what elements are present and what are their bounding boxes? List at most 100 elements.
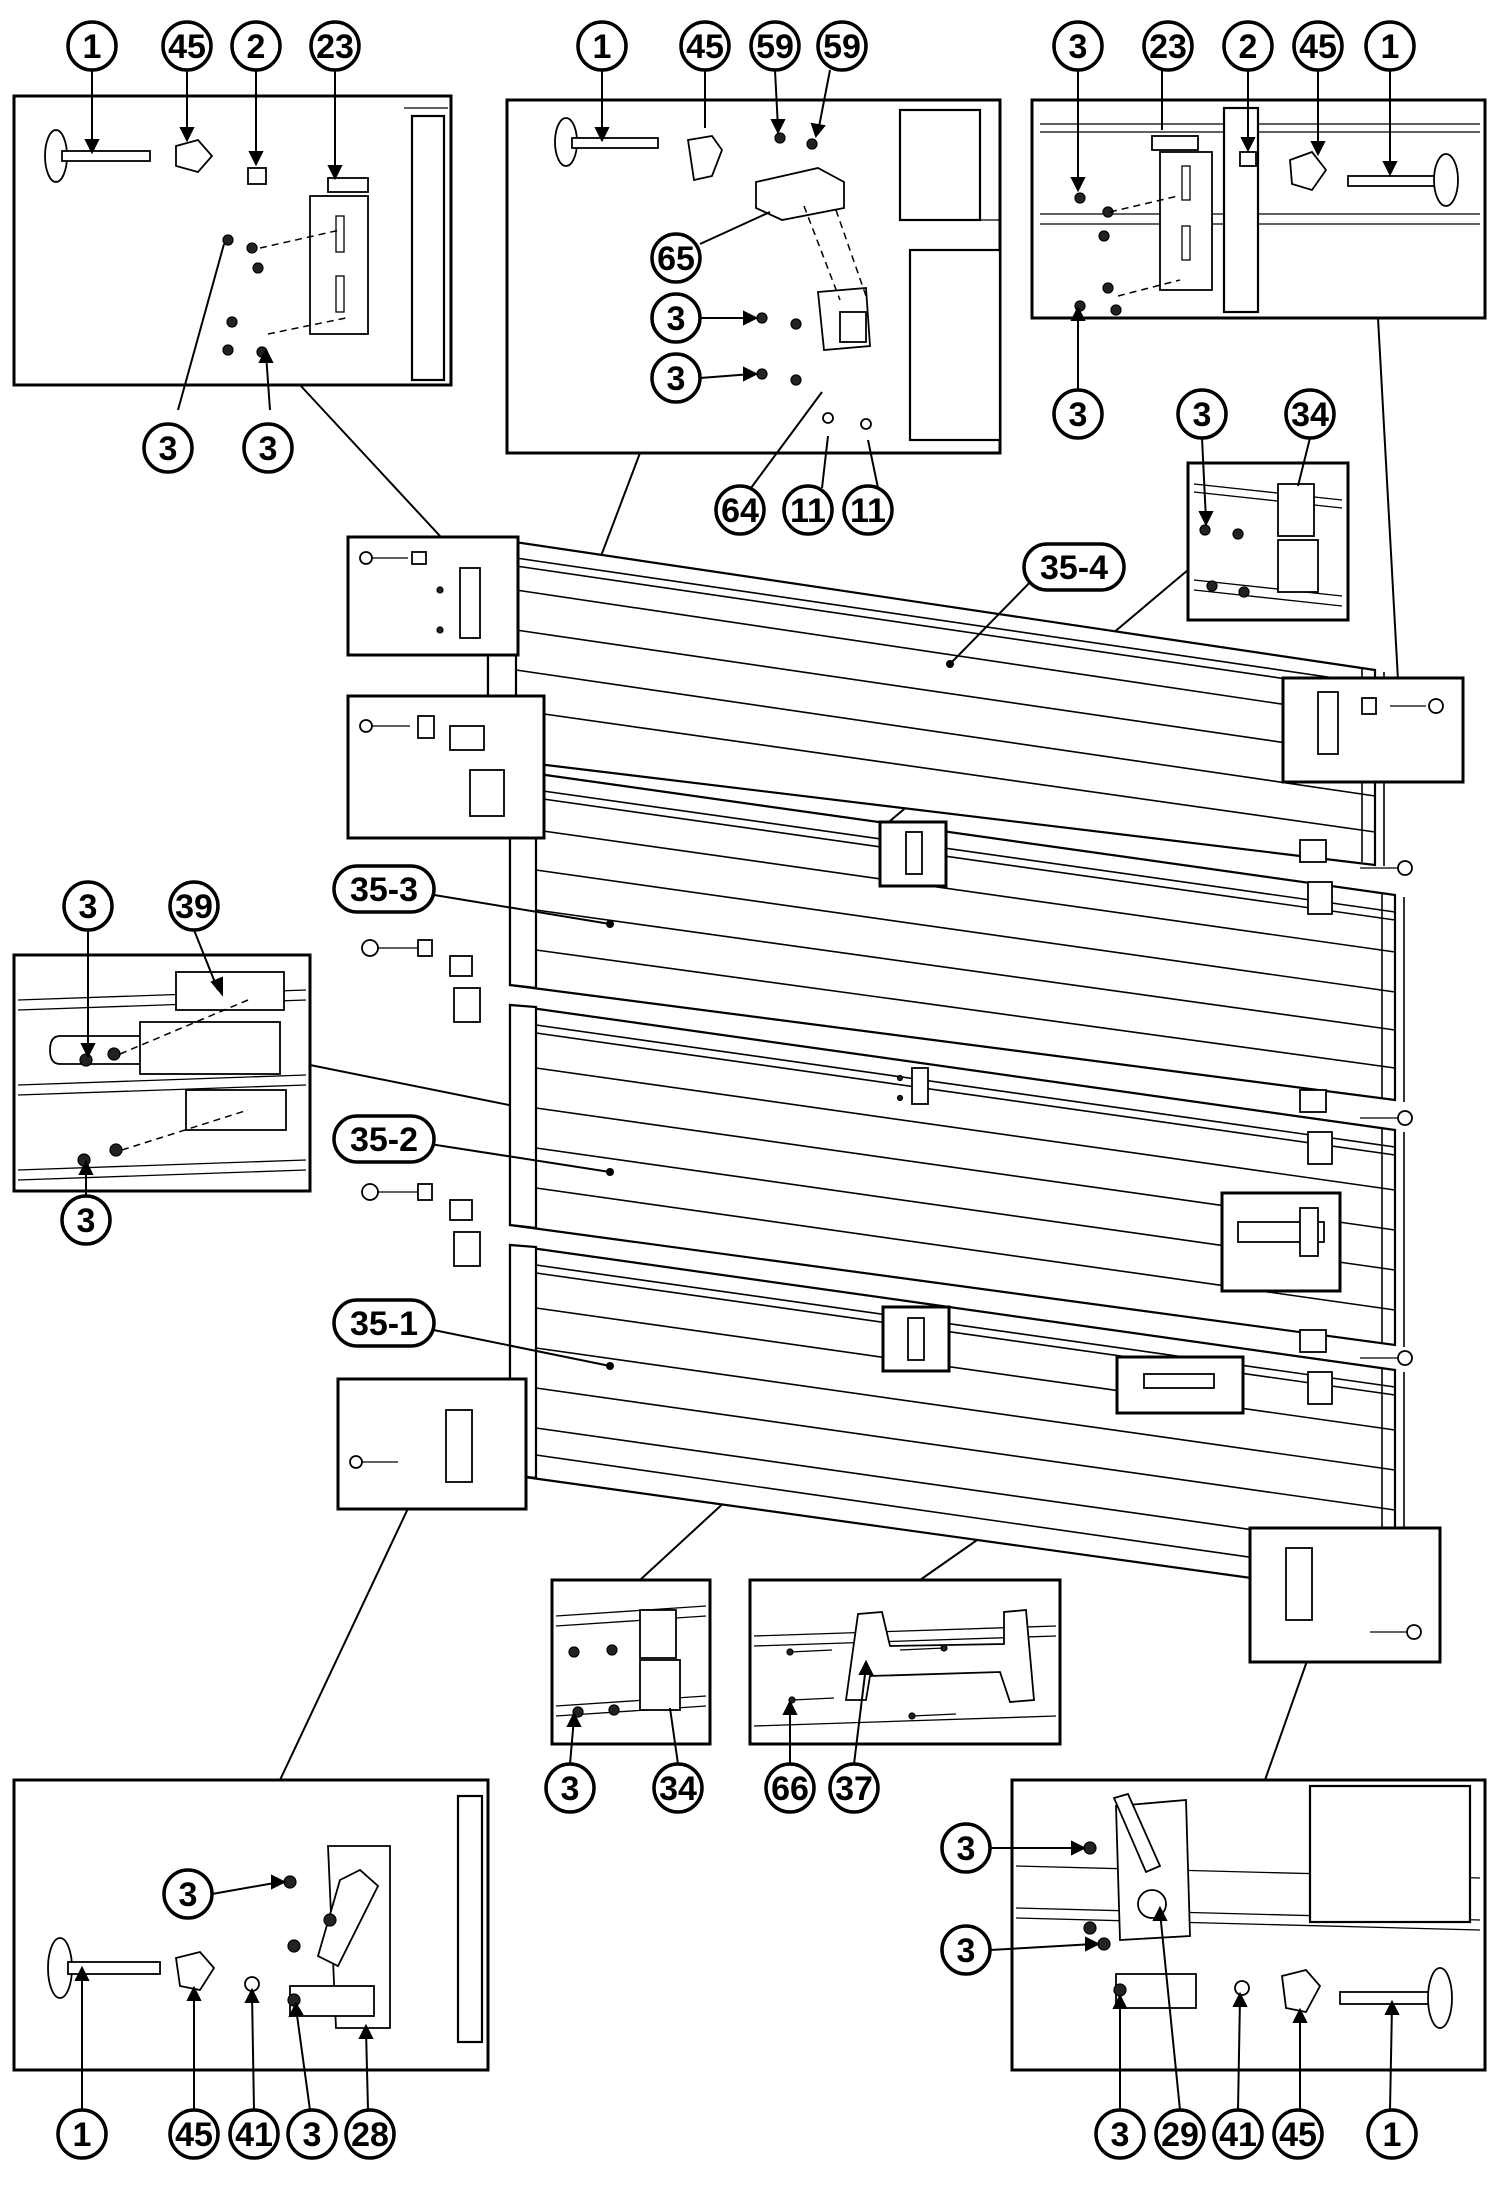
detail-hinge-right (1186, 461, 1350, 622)
callout-c_tr_45: 45 (1292, 20, 1344, 72)
callout-c_tc_3b: 3 (650, 352, 702, 404)
detail-handle-39 (12, 953, 312, 1193)
callout-c_tr_3a: 3 (1052, 20, 1104, 72)
callout-c_br_3b: 3 (940, 1924, 992, 1976)
svg-text:34: 34 (1291, 396, 1329, 434)
callout-c_tc_45: 45 (679, 20, 731, 72)
svg-text:35-2: 35-2 (350, 1121, 418, 1159)
callout-c_br_3a: 3 (940, 1822, 992, 1874)
svg-text:35-1: 35-1 (350, 1305, 418, 1343)
bushing-2-tr (1239, 151, 1257, 167)
bushing-2-tl (247, 167, 267, 185)
callout-c_bl_41: 41 (228, 2108, 280, 2160)
roller-spindle-28 (289, 1985, 375, 2017)
svg-text:66: 66 (771, 1770, 809, 1808)
svg-text:45: 45 (1299, 28, 1337, 66)
callout-c_br_3c: 3 (1094, 2108, 1146, 2160)
inset-center-hinge (878, 820, 948, 888)
svg-text:1: 1 (83, 28, 102, 66)
part-callouts: 1 45 2 23 3 3 1 45 59 59 65 3 3 64 11 11… (56, 20, 1418, 2160)
callout-c_tc_11b: 11 (842, 484, 894, 536)
hinge-34-upper (1277, 483, 1315, 537)
svg-text:35-4: 35-4 (1040, 549, 1108, 587)
svg-text:45: 45 (175, 2116, 213, 2154)
tube-23-tl (327, 177, 369, 193)
left-side-hardware-set (361, 939, 481, 1267)
inset-handle-39 (1220, 1191, 1342, 1293)
door-panel-35-2 (508, 1003, 1405, 1347)
callout-c_tr_1: 1 (1364, 20, 1416, 72)
hinge-34-upper-b (639, 1609, 677, 1659)
bracket-45-tc (686, 135, 724, 182)
callout-c_hr_34: 34 (1284, 388, 1336, 440)
inset-hinge-bottom (881, 1305, 951, 1373)
svg-text:65: 65 (657, 240, 695, 278)
callout-c_tl_2: 2 (230, 20, 282, 72)
callout-arrows (74, 69, 1400, 2111)
callout-c_bc_66: 66 (764, 1762, 816, 1814)
hinge-34-lower (1277, 539, 1319, 593)
svg-text:28: 28 (351, 2116, 389, 2154)
svg-text:3: 3 (667, 360, 686, 398)
callout-c_tc_1: 1 (576, 20, 628, 72)
svg-text:3: 3 (667, 300, 686, 338)
svg-text:3: 3 (303, 2116, 322, 2154)
screws-66 (786, 1644, 957, 1720)
svg-text:34: 34 (659, 1770, 697, 1808)
callout-c_tl_45: 45 (161, 20, 213, 72)
hinge-34-lower-b (639, 1659, 681, 1711)
detail-top-center (505, 98, 1002, 455)
screws-tr (1074, 192, 1122, 316)
callout-c_bc_3: 3 (544, 1762, 596, 1814)
roller-spindle-29 (1115, 1973, 1197, 2009)
callout-c_bl_1: 1 (56, 2108, 108, 2160)
section-label-35-4: 35-4 (1022, 542, 1126, 592)
svg-text:3: 3 (1069, 396, 1088, 434)
screws-bl (283, 1875, 337, 2007)
callout-c_bl_3b: 3 (286, 2108, 338, 2160)
svg-text:1: 1 (1381, 28, 1400, 66)
detail-bottom-left (12, 1778, 490, 2072)
detail-lift-handle-37 (748, 1578, 1062, 1746)
callout-c_tr_2: 2 (1222, 20, 1274, 72)
callout-c_ml_3a: 3 (62, 880, 114, 932)
svg-text:3: 3 (79, 888, 98, 926)
leader-bottom-left-detail (279, 1482, 421, 1781)
plate-tr (1159, 151, 1213, 291)
svg-text:3: 3 (259, 430, 278, 468)
leader-top-right-detail (1377, 317, 1399, 681)
bracket-45-bl (174, 1950, 216, 1992)
svg-text:1: 1 (73, 2116, 92, 2154)
leader-top-left-detail (299, 384, 441, 537)
screws-br (1083, 1841, 1127, 1997)
inset-lift-handle (1115, 1355, 1245, 1415)
svg-text:37: 37 (835, 1770, 873, 1808)
svg-text:1: 1 (593, 28, 612, 66)
callout-c_tc_64: 64 (714, 484, 766, 536)
callout-c_tc_11a: 11 (782, 484, 834, 536)
inset-top-left-roller (346, 535, 520, 657)
callout-c_hr_3: 3 (1176, 388, 1228, 440)
svg-text:59: 59 (823, 28, 861, 66)
bracket-45-br (1281, 1968, 1322, 2014)
section-label-35-2: 35-2 (332, 1114, 436, 1164)
svg-text:3: 3 (957, 1932, 976, 1970)
section-label-35-1: 35-1 (332, 1298, 436, 1348)
callout-c_tl_3b: 3 (242, 422, 294, 474)
callout-c_tl_1: 1 (66, 20, 118, 72)
callout-c_tr_3b: 3 (1052, 388, 1104, 440)
svg-text:3: 3 (77, 1202, 96, 1240)
callout-c_tl_23: 23 (309, 20, 361, 72)
inset-top-center-hinge (346, 694, 546, 840)
svg-text:64: 64 (721, 492, 759, 530)
bracket-65-tc (755, 167, 845, 221)
callout-c_bl_3: 3 (162, 1868, 214, 1920)
section-label-leaders (403, 569, 1043, 1370)
roller-1-tc (554, 117, 659, 167)
svg-text:2: 2 (1239, 28, 1258, 66)
handle-39-body (139, 1021, 281, 1075)
roller-1-bl (47, 1937, 161, 1999)
roller-1-tl (44, 129, 151, 183)
callout-c_tc_59b: 59 (816, 20, 868, 72)
